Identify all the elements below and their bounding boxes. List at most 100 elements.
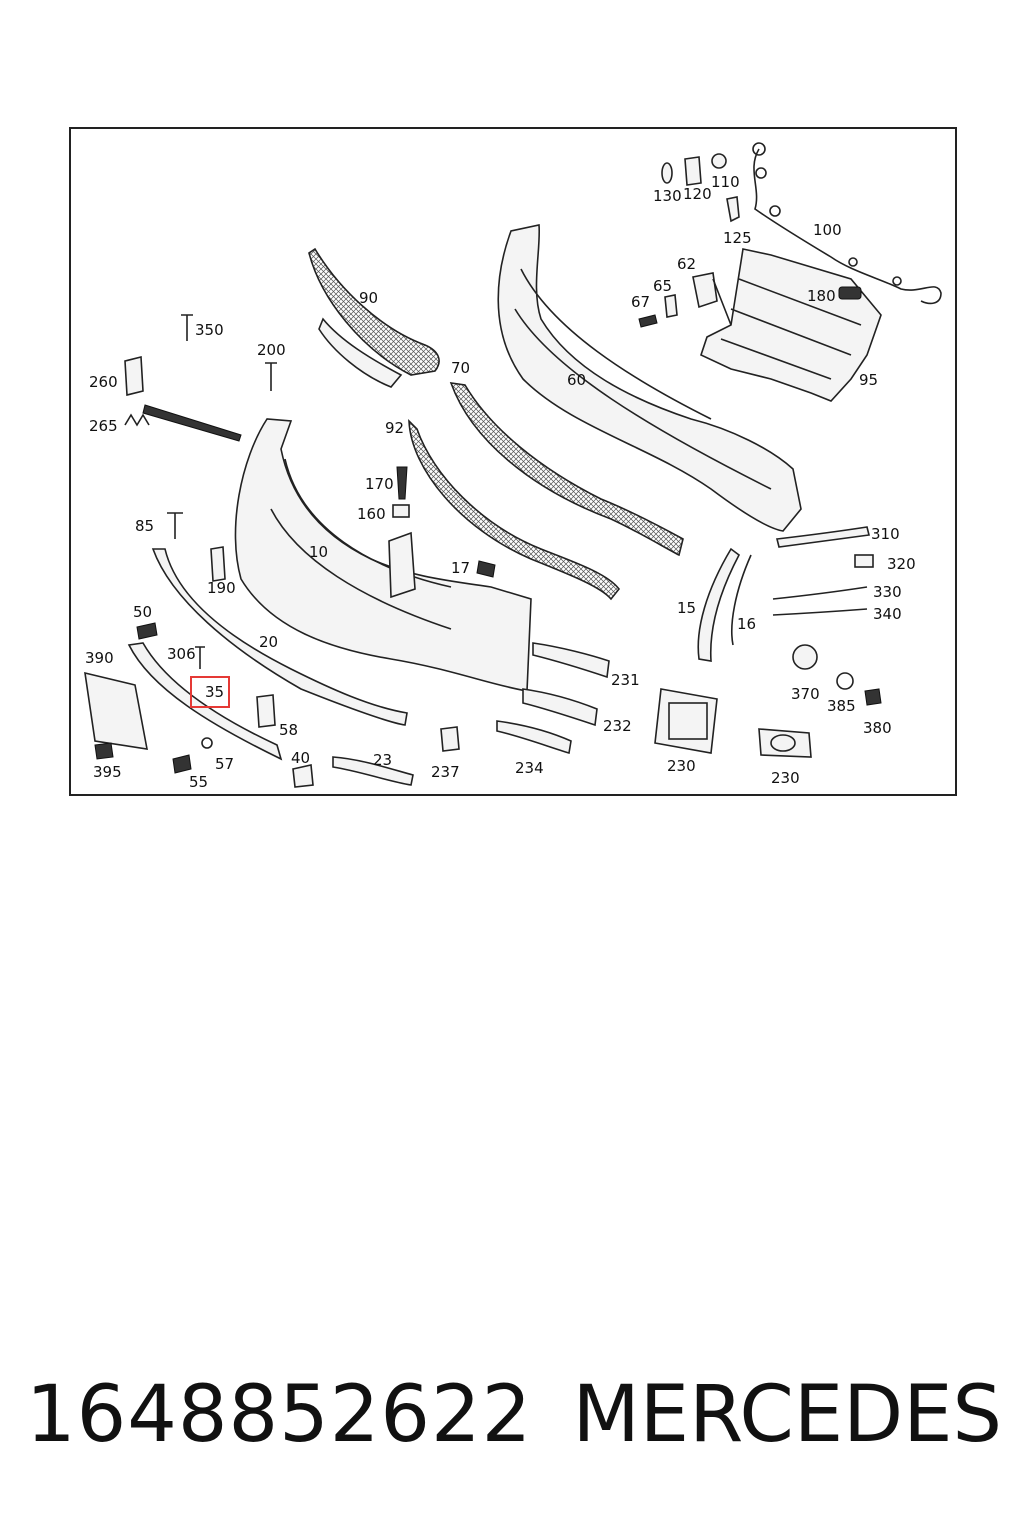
callout-50: 50 [133, 603, 152, 621]
parts-diagram-frame: 130 120 110 125 100 62 65 67 180 95 90 3… [69, 127, 957, 796]
washer-57 [201, 737, 213, 749]
callout-100: 100 [813, 221, 842, 239]
callout-320: 320 [887, 555, 916, 573]
callout-58: 58 [279, 721, 298, 739]
callout-57: 57 [215, 755, 234, 773]
license-plate-390 [84, 671, 148, 750]
callout-90: 90 [359, 289, 378, 307]
callout-35: 35 [205, 683, 224, 701]
clip-85 [167, 512, 183, 539]
callout-125: 125 [723, 229, 752, 247]
callout-306: 306 [167, 645, 196, 663]
sensor-110 [711, 153, 727, 169]
callout-55: 55 [189, 773, 208, 791]
trim-40 [292, 764, 314, 788]
rivet-200 [265, 362, 277, 391]
trim-231 [532, 642, 610, 679]
absorber-ribs [514, 268, 772, 490]
fog-lamp-frame-230a [654, 688, 718, 754]
bolt-380 [864, 688, 882, 706]
callout-234: 234 [515, 759, 544, 777]
strip-310 [776, 526, 870, 548]
callout-230a: 230 [667, 757, 696, 775]
screw-67 [638, 314, 658, 328]
clip-320 [854, 554, 874, 568]
harness-connector-icon [769, 205, 781, 217]
bracket-58 [256, 694, 276, 728]
clip-180 [838, 286, 862, 300]
bracket-260 [124, 355, 144, 397]
callout-92: 92 [385, 419, 404, 437]
callout-95: 95 [859, 371, 878, 389]
callout-62: 62 [677, 255, 696, 273]
callout-23: 23 [373, 751, 392, 769]
sensor-holder-120 [684, 156, 702, 186]
callout-60: 60 [567, 371, 586, 389]
callout-380: 380 [863, 719, 892, 737]
callout-67: 67 [631, 293, 650, 311]
callout-10: 10 [309, 543, 328, 561]
bumper-contour-lines [270, 458, 452, 630]
impact-absorber-60 [497, 224, 802, 532]
strip-330 [772, 586, 868, 600]
sensor-ring-130 [661, 162, 673, 184]
bolt-306 [195, 646, 205, 669]
callout-160: 160 [357, 505, 386, 523]
callout-16: 16 [737, 615, 756, 633]
callout-190: 190 [207, 579, 236, 597]
harness-connector-icon [755, 167, 767, 179]
callout-390: 390 [85, 649, 114, 667]
fog-lamp-frame-230b [758, 728, 812, 758]
callout-110: 110 [711, 173, 740, 191]
bolt-50 [136, 622, 158, 640]
grille-frame-90 [318, 317, 403, 388]
part-number: 1648852622 [26, 1370, 533, 1460]
sensor-cover-125 [726, 196, 740, 223]
bracket-190 [210, 546, 226, 582]
callout-370: 370 [791, 685, 820, 703]
callout-170: 170 [365, 475, 394, 493]
callout-395: 395 [93, 763, 122, 781]
callout-330: 330 [873, 583, 902, 601]
callout-232: 232 [603, 717, 632, 735]
bumper-flap-10 [388, 531, 416, 599]
callout-85: 85 [135, 517, 154, 535]
trim-232 [522, 688, 598, 727]
callout-260: 260 [89, 373, 118, 391]
trim-15 [697, 547, 741, 662]
callout-350: 350 [195, 321, 224, 339]
callout-40: 40 [291, 749, 310, 767]
harness-connector-icon [892, 276, 902, 286]
rivet-350 [181, 314, 193, 341]
screw-17 [476, 560, 496, 578]
spring-265 [124, 413, 150, 427]
harness-connector-icon [848, 257, 858, 267]
under-tray-35 [127, 642, 283, 761]
leader-line [712, 278, 732, 326]
fog-lamp-ring-230b [770, 734, 796, 752]
carrier-95 [700, 248, 882, 402]
callout-200: 200 [257, 341, 286, 359]
lower-spoiler-20 [151, 548, 408, 726]
brand-name: MERCEDES [572, 1370, 1003, 1460]
callout-15: 15 [677, 599, 696, 617]
clip-65 [664, 294, 678, 318]
bracket-62 [692, 272, 718, 309]
callout-120: 120 [683, 185, 712, 203]
callout-230b: 230 [771, 769, 800, 787]
callout-65: 65 [653, 277, 672, 295]
bolt-395 [94, 742, 114, 760]
exploded-parts-diagram: 130 120 110 125 100 62 65 67 180 95 90 3… [84, 142, 942, 791]
fog-lamp-frame-230a-inner [668, 702, 708, 740]
upper-grille-90 [308, 247, 440, 376]
trim-234 [496, 720, 572, 755]
washer-385 [836, 672, 854, 690]
trim-23 [332, 756, 414, 786]
highlight-box-35 [190, 676, 230, 708]
trim-16 [731, 554, 752, 646]
callout-310: 310 [871, 525, 900, 543]
sensor-370 [792, 644, 818, 670]
nut-160 [392, 504, 410, 518]
strip-340 [772, 608, 868, 616]
wiring-harness-100 [753, 148, 942, 305]
